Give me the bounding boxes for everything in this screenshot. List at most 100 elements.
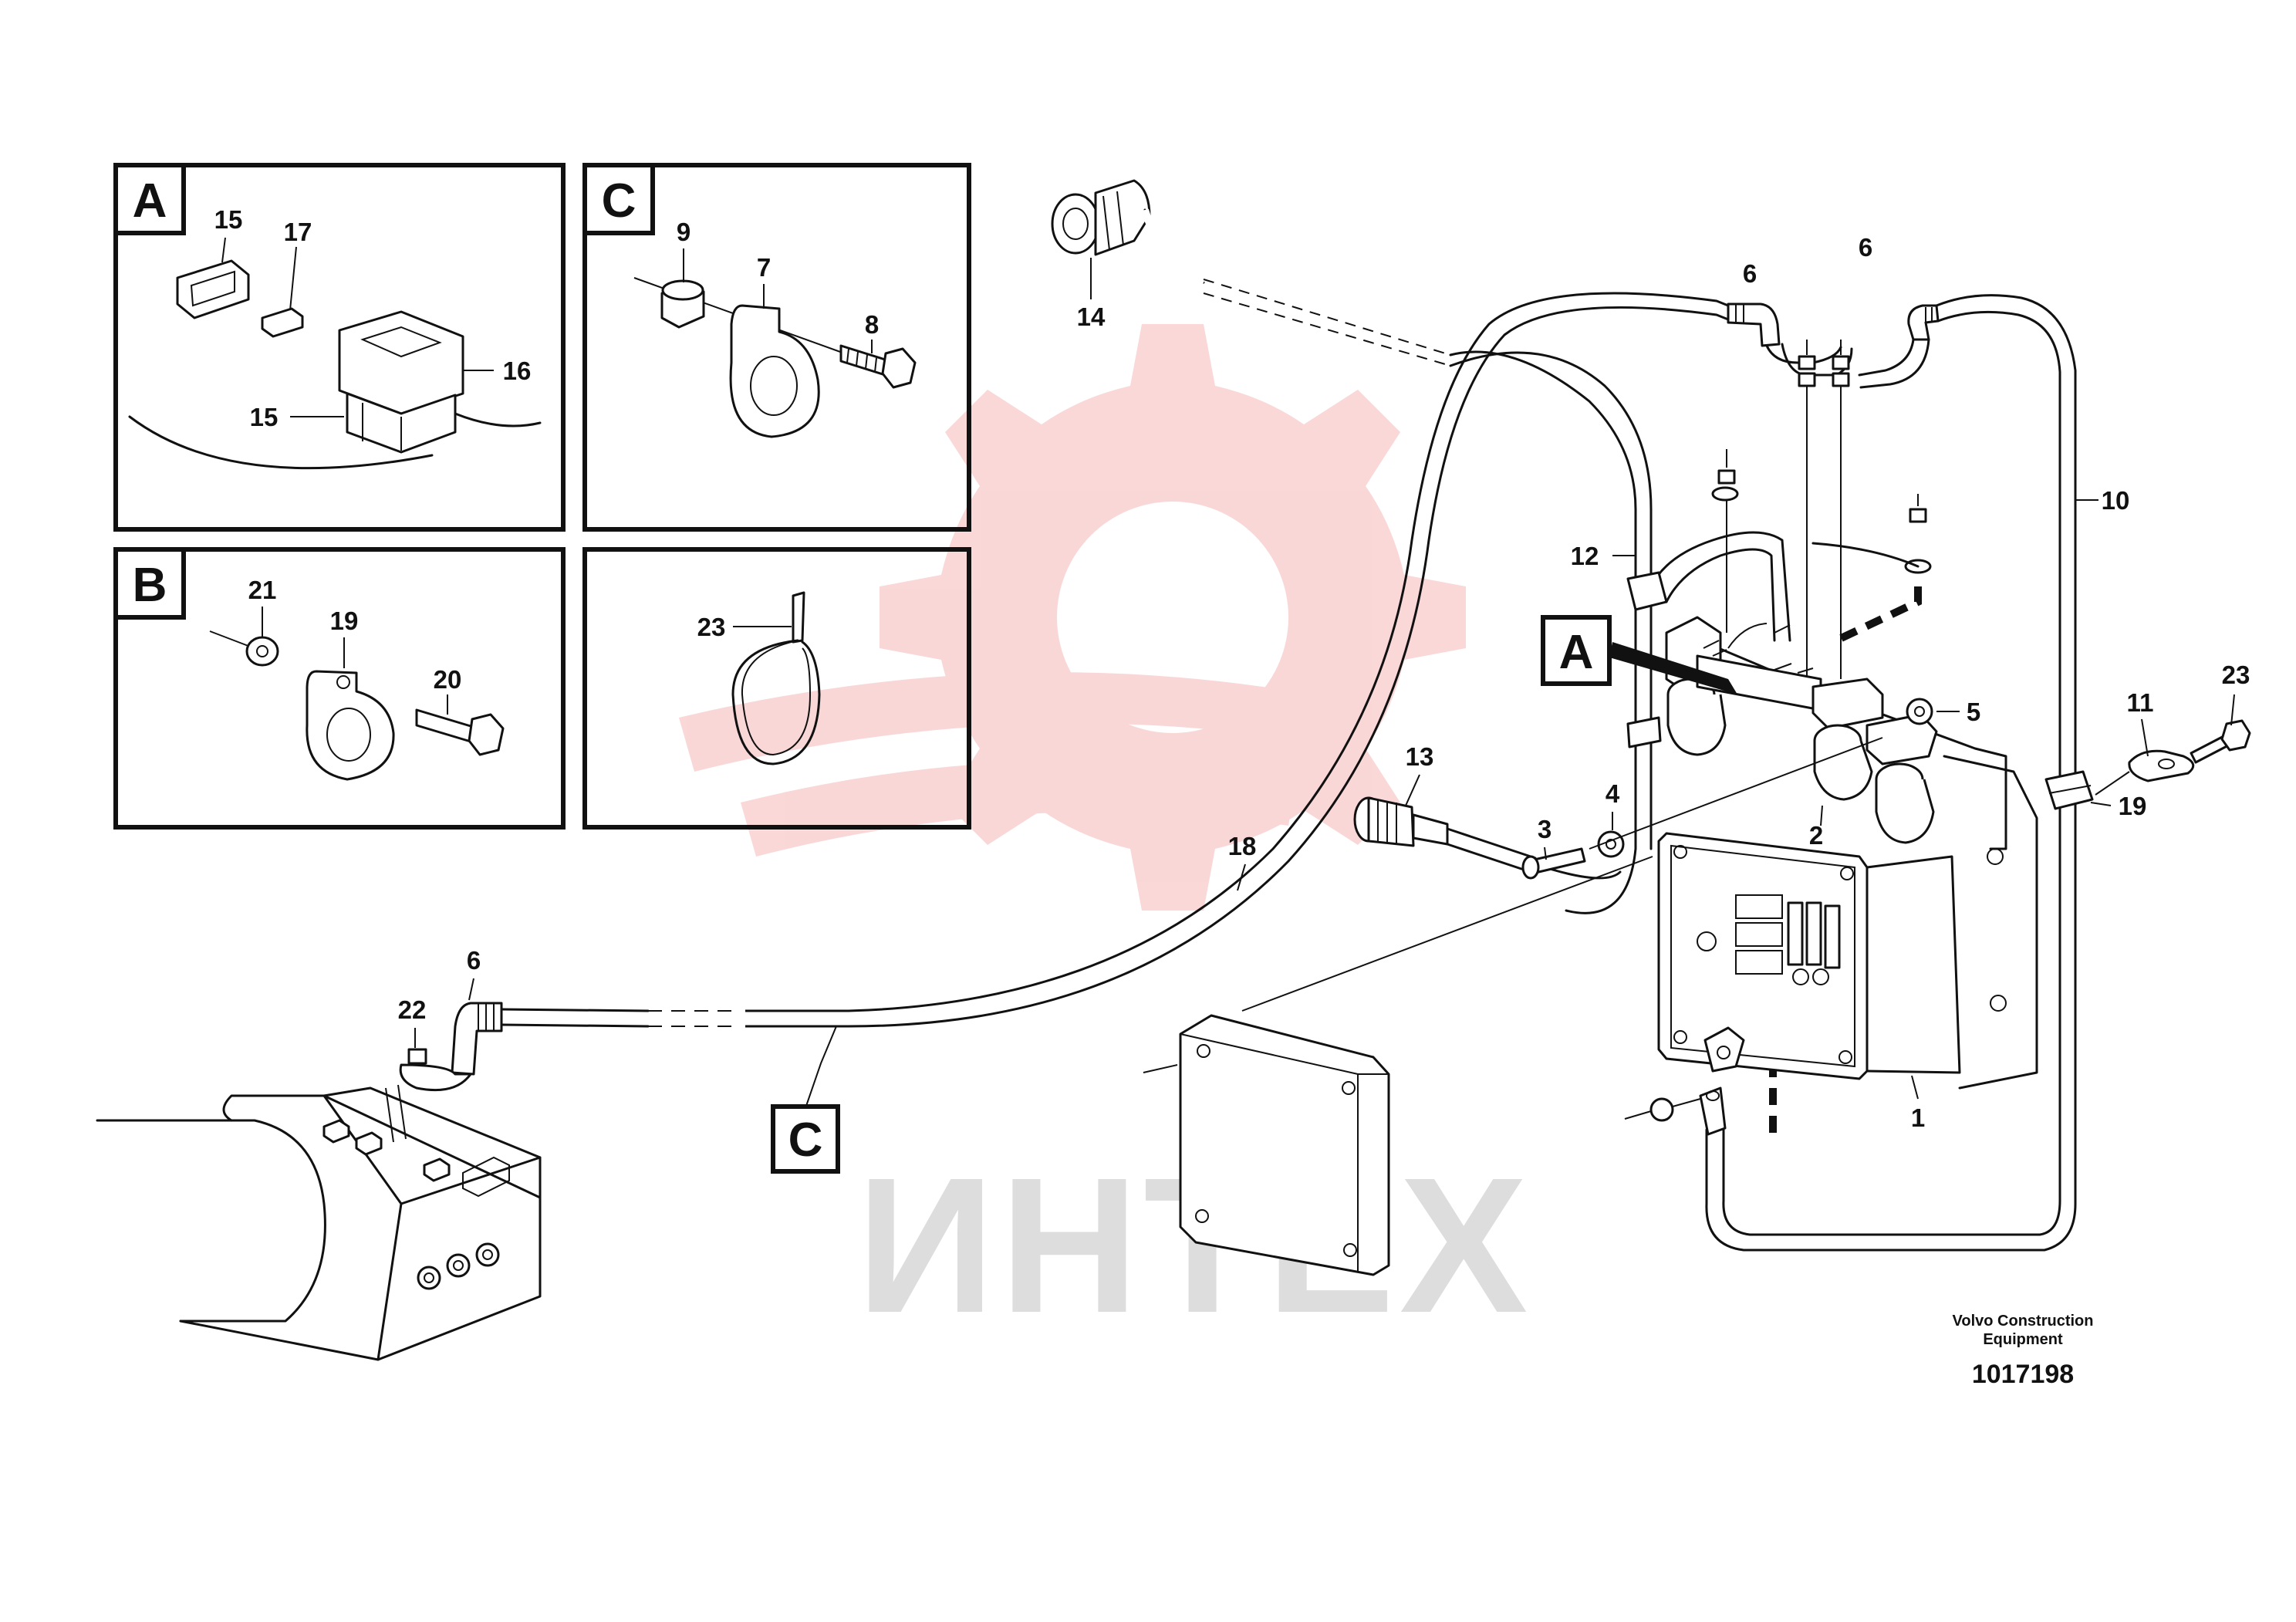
inset-b-letter: B (133, 559, 167, 612)
callout-13: 13 (1406, 742, 1434, 771)
cover-plate-axis-2 (1143, 1064, 1178, 1073)
callout-1: 1 (1911, 1103, 1925, 1132)
elbow-fitting-6-left (451, 1002, 503, 1076)
leader-13 (1405, 774, 1420, 806)
inset-d: 23 (582, 547, 971, 830)
callout-23: 23 (2222, 661, 2250, 689)
clip-11 (2128, 749, 2195, 782)
connector-14 (1051, 179, 1151, 256)
inset-b-letter-box (113, 547, 186, 620)
svg-text:A: A (1559, 626, 1594, 679)
inset-c-frame (582, 163, 971, 532)
cable-10-outer (1705, 294, 2077, 1252)
callout-11: 11 (2127, 688, 2154, 717)
inset-d-frame (582, 547, 971, 830)
mount-plate (1943, 755, 2038, 1090)
cable-12-inner (1449, 351, 1653, 588)
bolt-23 (2190, 719, 2251, 764)
main-callouts: 14 6 6 10 12 5 23 11 19 13 4 3 2 18 6 22… (398, 233, 2250, 1132)
view-marker-c: C (771, 1104, 840, 1174)
inset-a-letter-box (113, 163, 186, 235)
cable-12-tail (1649, 531, 1791, 642)
leader-3 (1544, 846, 1547, 860)
watermark-swoosh-1 (679, 672, 1312, 772)
a-marker-leader (1609, 642, 1737, 694)
fuse-blade (261, 307, 304, 338)
connector-13 (1353, 796, 1622, 880)
relay-socket (338, 310, 464, 454)
callout-b-21: 21 (248, 576, 277, 604)
inset-c: C 9 7 8 (582, 163, 971, 532)
cable-18-break (648, 1010, 741, 1027)
nuts-top-cluster (1798, 340, 1850, 387)
b-bolt (415, 708, 505, 756)
callout-b-19: 19 (330, 607, 359, 635)
control-box-1 (1657, 832, 1961, 1080)
callout-a-15: 15 (214, 205, 243, 234)
leader-18 (1237, 863, 1246, 891)
callout-6b: 6 (1859, 233, 1872, 262)
cable-loop-outer (739, 292, 1730, 1012)
cable-14-inner (1141, 208, 1206, 286)
callout-a-15b: 15 (250, 403, 279, 431)
inset-b-leaders (262, 607, 448, 715)
ring-terminal-22 (399, 1063, 472, 1092)
leader-19 (2090, 802, 2112, 806)
inset-c-letter: C (602, 174, 636, 228)
callout-3: 3 (1538, 815, 1551, 843)
axis-3-4 (1589, 737, 1883, 850)
cable-12-outer (1449, 350, 1637, 588)
callout-10: 10 (2102, 486, 2130, 515)
callout-b-20: 20 (434, 665, 462, 694)
inset-a-frame (113, 163, 566, 532)
callout-4: 4 (1606, 779, 1620, 808)
inset-a-leaders (221, 237, 494, 417)
elbow-fitting-6-mid (1727, 302, 1781, 347)
callout-5: 5 (1967, 698, 1980, 726)
inset-b-frame (113, 547, 566, 830)
inset-a: A 15 17 16 15 (113, 163, 566, 532)
relay-top-nuts (1711, 449, 1932, 644)
callout-a-17: 17 (284, 218, 312, 246)
engine-block (96, 1084, 542, 1361)
credit-line-2: Equipment (1983, 1331, 2063, 1348)
cable-14-dashed-run (1203, 279, 1451, 367)
view-marker-a: A (1541, 615, 1612, 686)
leader-11 (2141, 718, 2149, 757)
cable-14 (1143, 208, 1205, 284)
fuse-cable (128, 412, 542, 470)
callout-d-23: 23 (697, 613, 726, 641)
svg-text:C: C (788, 1113, 823, 1167)
cable-12-tail-inner (1665, 548, 1776, 642)
axis-19-23 (2095, 771, 2130, 796)
p-clamp (729, 304, 820, 438)
credit-line-1: Volvo Construction (1953, 1313, 2094, 1330)
credit-block: Volvo Construction Equipment 1017198 (1953, 1313, 2094, 1389)
leader-2 (1820, 805, 1823, 826)
callout-18: 18 (1228, 832, 1257, 860)
clamp-19 (2044, 770, 2094, 810)
callout-c-9: 9 (677, 218, 690, 246)
callout-6a: 6 (1743, 259, 1757, 288)
callout-14: 14 (1077, 302, 1106, 331)
cable-tie (731, 591, 821, 765)
ground-strap (1624, 1086, 1727, 1136)
cover-plate (1179, 1014, 1390, 1276)
clip-cable-12-bottom (1626, 716, 1662, 748)
inset-b: B 21 19 20 (113, 547, 566, 830)
callout-19: 19 (2119, 792, 2147, 820)
leader-1 (1911, 1075, 1919, 1100)
spacer-bushing (660, 279, 705, 329)
leader-c-marker (805, 1026, 837, 1109)
washer (245, 636, 279, 667)
fuse-holder-cover (176, 259, 250, 319)
cable-18-left (500, 1008, 650, 1028)
cable-18-break-mask (647, 1003, 745, 1034)
callout-c-7: 7 (757, 253, 771, 282)
callout-2: 2 (1809, 821, 1823, 850)
clip-cable-12-top (1626, 571, 1668, 611)
flange-bolt (839, 344, 917, 389)
cover-plate-axis-1 (1241, 856, 1653, 1012)
b-clamp (306, 670, 395, 781)
